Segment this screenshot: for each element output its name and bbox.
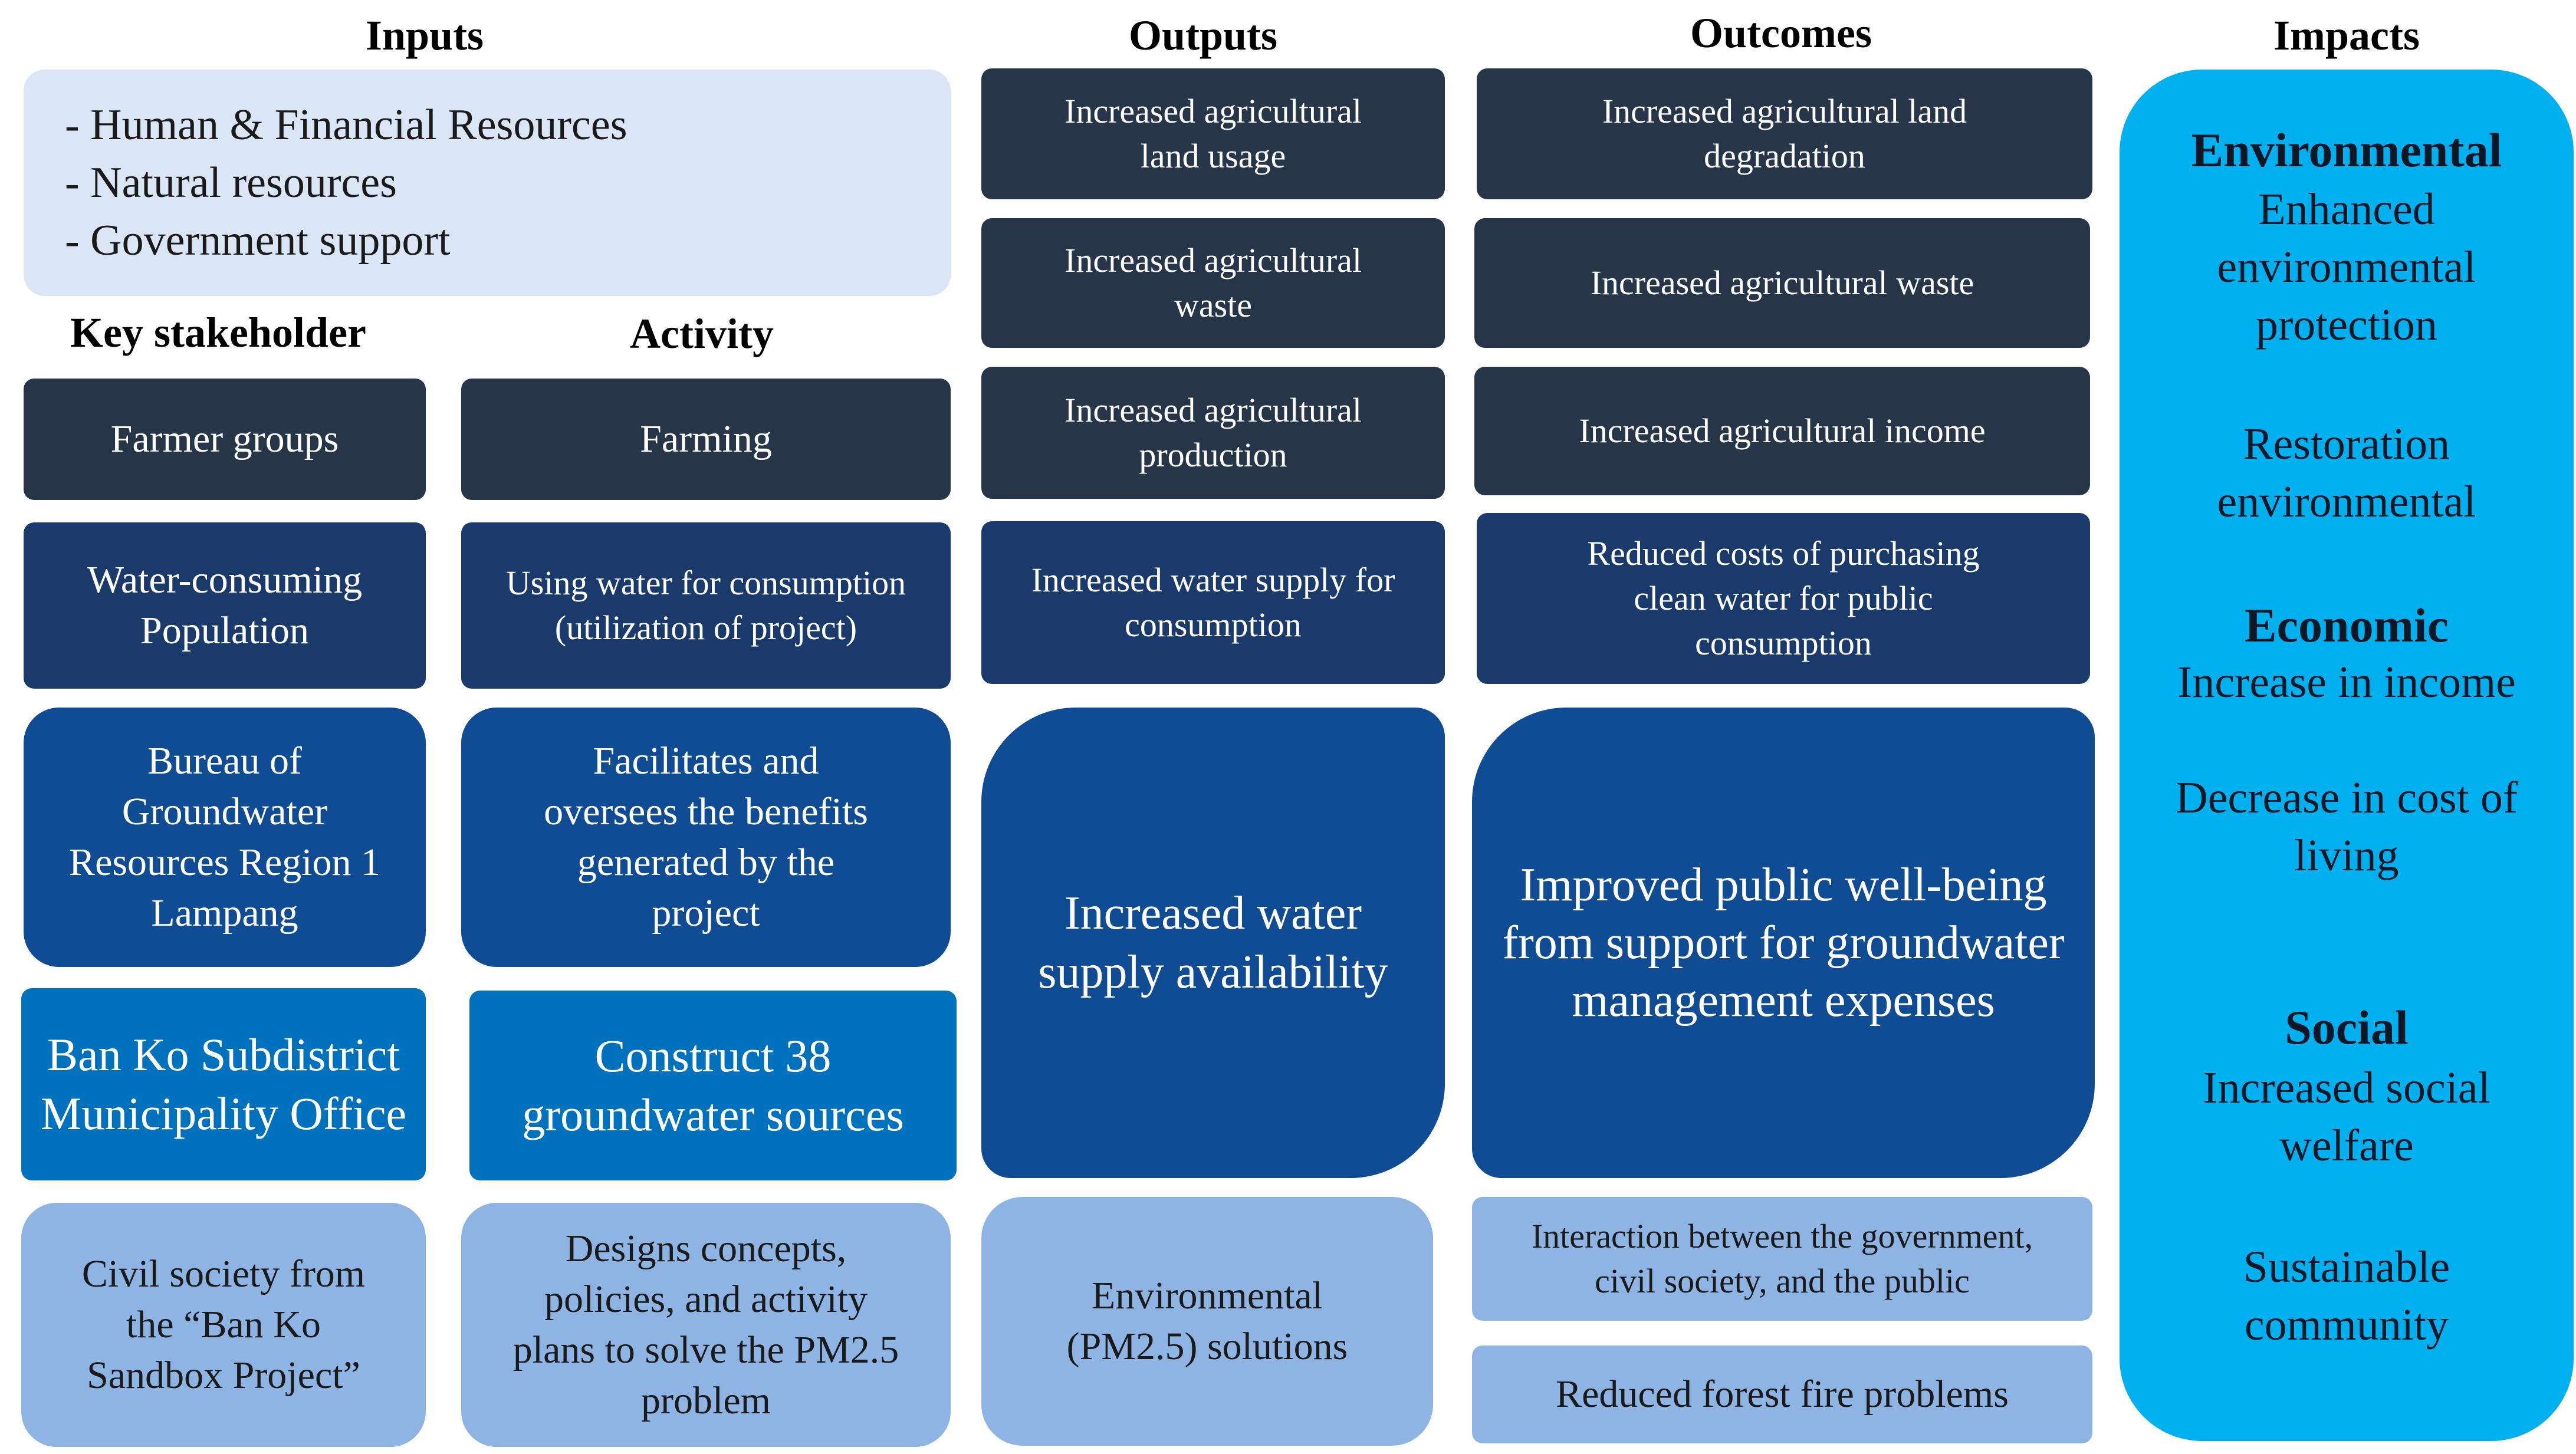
- input-item: - Human & Financial Resources: [65, 101, 627, 149]
- key-stakeholder-header: Key stakeholder: [70, 309, 366, 356]
- impact-social-item: Sustainable community: [2243, 1242, 2450, 1350]
- outcomes-header: Outcomes: [1690, 9, 1872, 57]
- outcome-reduced-forest-fire: Reduced forest fire problems: [1472, 1346, 2092, 1443]
- impact-social-title: Social: [2285, 1001, 2409, 1054]
- impact-economic-title: Economic: [2244, 598, 2449, 652]
- stakeholder-bureau-groundwater: Bureau of Groundwater Resources Region 1…: [24, 708, 426, 967]
- stakeholder-label: Water-consuming Population: [87, 558, 363, 652]
- outcome-interaction-government: Interaction between the government, civi…: [1472, 1197, 2092, 1321]
- impact-social-item: Increased social welfare: [2203, 1063, 2490, 1170]
- stakeholder-water-consuming-population: Water-consuming Population: [24, 522, 426, 689]
- outcome-label: Improved public well-being from support …: [1502, 859, 2065, 1027]
- output-water-supply-availability: Increased water supply availability: [981, 708, 1445, 1178]
- activity-label: Using water for consumption (utilization…: [505, 564, 906, 647]
- impact-economic-item: Increase in income: [2177, 657, 2516, 707]
- input-item: - Government support: [65, 216, 451, 265]
- activity-label: Construct 38 groundwater sources: [522, 1030, 904, 1140]
- stakeholder-civil-society: Civil society from the “Ban Ko Sandbox P…: [21, 1203, 426, 1447]
- outcome-land-degradation: Increased agricultural land degradation: [1477, 68, 2092, 199]
- impact-economic-item: Decrease in cost of living: [2175, 773, 2518, 880]
- outcome-label: Interaction between the government, civi…: [1531, 1217, 2033, 1300]
- impacts-panel: Environmental Enhanced environmental pro…: [2120, 70, 2574, 1441]
- output-label: Environmental (PM2.5) solutions: [1066, 1274, 1348, 1368]
- outcome-label: Increased agricultural waste: [1590, 264, 1974, 302]
- outcome-agricultural-waste: Increased agricultural waste: [1474, 218, 2090, 348]
- activity-label: Farming: [640, 417, 772, 460]
- outcome-label: Reduced costs of purchasing clean water …: [1587, 534, 1980, 662]
- outcome-label: Reduced forest fire problems: [1556, 1373, 2009, 1416]
- activity-facilitates: Facilitates and oversees the benefits ge…: [461, 708, 951, 967]
- activity-using-water: Using water for consumption (utilization…: [461, 522, 951, 689]
- output-agricultural-waste: Increased agricultural waste: [981, 218, 1445, 348]
- stakeholder-label: Civil society from the “Ban Ko Sandbox P…: [81, 1252, 366, 1397]
- output-environmental-pm25: Environmental (PM2.5) solutions: [981, 1197, 1433, 1446]
- stakeholder-label: Bureau of Groundwater Resources Region 1…: [69, 739, 380, 935]
- stakeholder-label: Ban Ko Subdistrict Municipality Office: [40, 1029, 407, 1139]
- inputs-header: Inputs: [365, 12, 484, 59]
- outcome-agricultural-income: Increased agricultural income: [1474, 367, 2090, 495]
- impact-environmental-item: Restoration environmental: [2217, 419, 2476, 527]
- stakeholder-ban-ko-municipality: Ban Ko Subdistrict Municipality Office: [21, 988, 426, 1180]
- activity-designs-concepts: Designs concepts, policies, and activity…: [461, 1203, 951, 1447]
- output-land-usage: Increased agricultural land usage: [981, 68, 1445, 199]
- impact-environmental-item: Enhanced environmental protection: [2217, 185, 2476, 350]
- output-agricultural-production: Increased agricultural production: [981, 367, 1445, 499]
- activity-farming: Farming: [461, 379, 951, 500]
- output-label: Increased agricultural production: [1064, 391, 1362, 474]
- stakeholder-label: Farmer groups: [110, 417, 339, 460]
- outcome-label: Increased agricultural income: [1579, 412, 1986, 450]
- activity-label: Facilitates and oversees the benefits ge…: [544, 739, 868, 935]
- inputs-box: - Human & Financial Resources - Natural …: [24, 70, 951, 296]
- input-item: - Natural resources: [65, 159, 397, 207]
- outcome-reduced-water-costs: Reduced costs of purchasing clean water …: [1477, 513, 2090, 684]
- activity-label: Designs concepts, policies, and activity…: [512, 1227, 899, 1422]
- stakeholder-farmer-groups: Farmer groups: [24, 379, 426, 500]
- outputs-header: Outputs: [1128, 12, 1278, 59]
- outcome-label: Increased agricultural land degradation: [1602, 92, 1967, 175]
- impacts-header: Impacts: [2273, 12, 2420, 59]
- output-label: Increased water supply availability: [1038, 887, 1388, 998]
- impact-environmental-title: Environmental: [2191, 123, 2502, 177]
- activity-header: Activity: [630, 310, 774, 357]
- output-label: Increased water supply for consumption: [1031, 561, 1395, 644]
- activity-construct-sources: Construct 38 groundwater sources: [469, 991, 957, 1180]
- output-label: Increased agricultural land usage: [1064, 92, 1362, 175]
- outcome-public-well-being: Improved public well-being from support …: [1472, 708, 2095, 1178]
- output-label: Increased agricultural waste: [1064, 241, 1362, 324]
- output-water-supply-consumption: Increased water supply for consumption: [981, 521, 1445, 684]
